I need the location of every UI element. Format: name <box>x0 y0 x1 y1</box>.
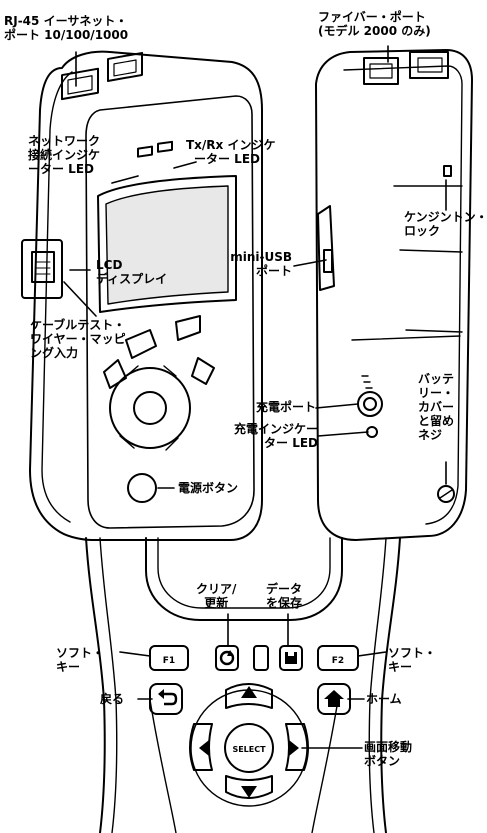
fiber-ports <box>363 51 449 85</box>
power-button-shape <box>127 473 157 503</box>
f2-key <box>317 645 359 671</box>
home-icon <box>324 690 344 707</box>
battery-line1: バッテ <box>418 372 455 386</box>
charge-indicator-label: 充電インジケー ター LED <box>208 422 318 450</box>
mini-usb-label: mini-USB ポート <box>222 250 292 278</box>
back-label: 戻る <box>100 692 125 706</box>
rj45-label-line2: ポート 10/100/1000 <box>4 28 129 42</box>
clear-line1: クリア/ <box>196 582 237 596</box>
battery-line2: リー・ <box>418 386 455 400</box>
battery-screw <box>437 485 455 503</box>
softkey-left-line1: ソフト・ <box>56 646 105 660</box>
leader-lines-upper <box>63 45 447 489</box>
back-arrow-icon <box>158 689 178 706</box>
lcd-display-label: LCD ディスプレイ <box>96 258 167 286</box>
battery-cover-label: バッテ リー・ カバー と留め ネジ <box>418 372 454 442</box>
rj45-ports <box>61 51 143 101</box>
fiber-port-label: ファイバー・ポート (モデル 2000 のみ) <box>318 10 431 38</box>
cable-line1: ケーブルテスト・ <box>30 318 126 332</box>
charge-port-label: 充電ポート <box>255 400 316 414</box>
navigation-buttons-label: 画面移動 ボタン <box>364 740 412 768</box>
nav-line1: 画面移動 <box>364 740 413 754</box>
save-key <box>279 645 303 671</box>
net-ind-line3: ーター LED <box>28 162 94 176</box>
lcd-screen <box>97 175 237 313</box>
net-ind-line2: 接続インジケ <box>28 148 101 162</box>
charge-ind-line2: ター LED <box>264 436 318 450</box>
leader-lines-zoom <box>119 613 387 749</box>
charge-port <box>357 375 383 438</box>
arrow-left-icon <box>199 740 209 756</box>
kensington-line1: ケンジントン・ <box>404 210 487 224</box>
network-indicator-label: ネットワーク 接続インジケ ーター LED <box>28 134 100 176</box>
lcd-line2: ディスプレイ <box>96 272 168 286</box>
cable-test-jack <box>21 239 63 299</box>
front-view-device <box>21 50 263 541</box>
refresh-key <box>215 645 239 671</box>
mini-usb-port <box>317 205 335 291</box>
f2-key-label: F2 <box>332 656 344 666</box>
clear-line2: 更新 <box>204 596 229 610</box>
softkey-right-label: ソフト・ キー <box>388 646 436 674</box>
lcd-line1: LCD <box>96 258 123 272</box>
txrx-line2: ーター LED <box>194 152 260 166</box>
softkey-left-label: ソフト・ キー <box>56 646 104 674</box>
select-key-label: SELECT <box>232 745 266 754</box>
softkey-right-line1: ソフト・ <box>388 646 437 660</box>
battery-line4: と留め <box>418 414 455 428</box>
middle-small-key <box>253 645 269 671</box>
arrow-up-icon <box>241 686 257 698</box>
refresh-icon <box>219 650 235 666</box>
cable-line2: ワイヤー・マッピ <box>30 332 126 346</box>
kensington-line2: ロック <box>404 224 441 238</box>
save-icon <box>285 652 297 664</box>
softkey-left-line2: キー <box>56 660 81 674</box>
battery-line5: ネジ <box>418 428 443 442</box>
miniusb-line1: mini-USB <box>230 250 292 264</box>
miniusb-line2: ポート <box>255 264 292 278</box>
kensington-lock-label: ケンジントン・ ロック <box>404 210 487 238</box>
arrow-right-icon <box>289 740 299 756</box>
power-button-label: 電源ボタン <box>178 481 239 495</box>
back-view-device <box>315 49 473 541</box>
rj45-port-label: RJ-45 イーサネット・ ポート 10/100/1000 <box>4 14 128 42</box>
txrx-line1: Tx/Rx インジケ <box>186 138 276 152</box>
f1-key-label: F1 <box>163 656 175 666</box>
fiber-label-line2: (モデル 2000 のみ) <box>318 24 431 38</box>
home-label: ホーム <box>366 692 402 706</box>
charge-ind-line1: 充電インジケー <box>233 422 318 436</box>
softkey-right-line2: キー <box>388 660 413 674</box>
save-data-label: データ を保存 <box>266 582 302 610</box>
save-line2: を保存 <box>266 596 303 610</box>
clear-refresh-label: クリア/ 更新 <box>196 582 236 610</box>
fiber-label-line1: ファイバー・ポート <box>318 10 426 24</box>
zoom-icons: F1 F2 SELECT <box>158 650 344 798</box>
txrx-indicator-label: Tx/Rx インジケ ーター LED <box>186 138 275 166</box>
arrow-down-icon <box>241 786 257 798</box>
nav-line2: ボタン <box>364 754 401 768</box>
battery-line3: カバー <box>418 400 455 414</box>
save-line1: データ <box>266 582 303 596</box>
cable-line3: ング入力 <box>30 346 79 360</box>
kensington-lock-slot <box>443 165 452 177</box>
cable-test-input-label: ケーブルテスト・ ワイヤー・マッピ ング入力 <box>30 318 126 360</box>
f1-key <box>149 645 189 671</box>
rj45-label-line1: RJ-45 イーサネット・ <box>4 14 128 28</box>
front-keypad <box>103 315 215 503</box>
net-ind-line1: ネットワーク <box>28 134 101 148</box>
front-leds <box>137 140 173 158</box>
